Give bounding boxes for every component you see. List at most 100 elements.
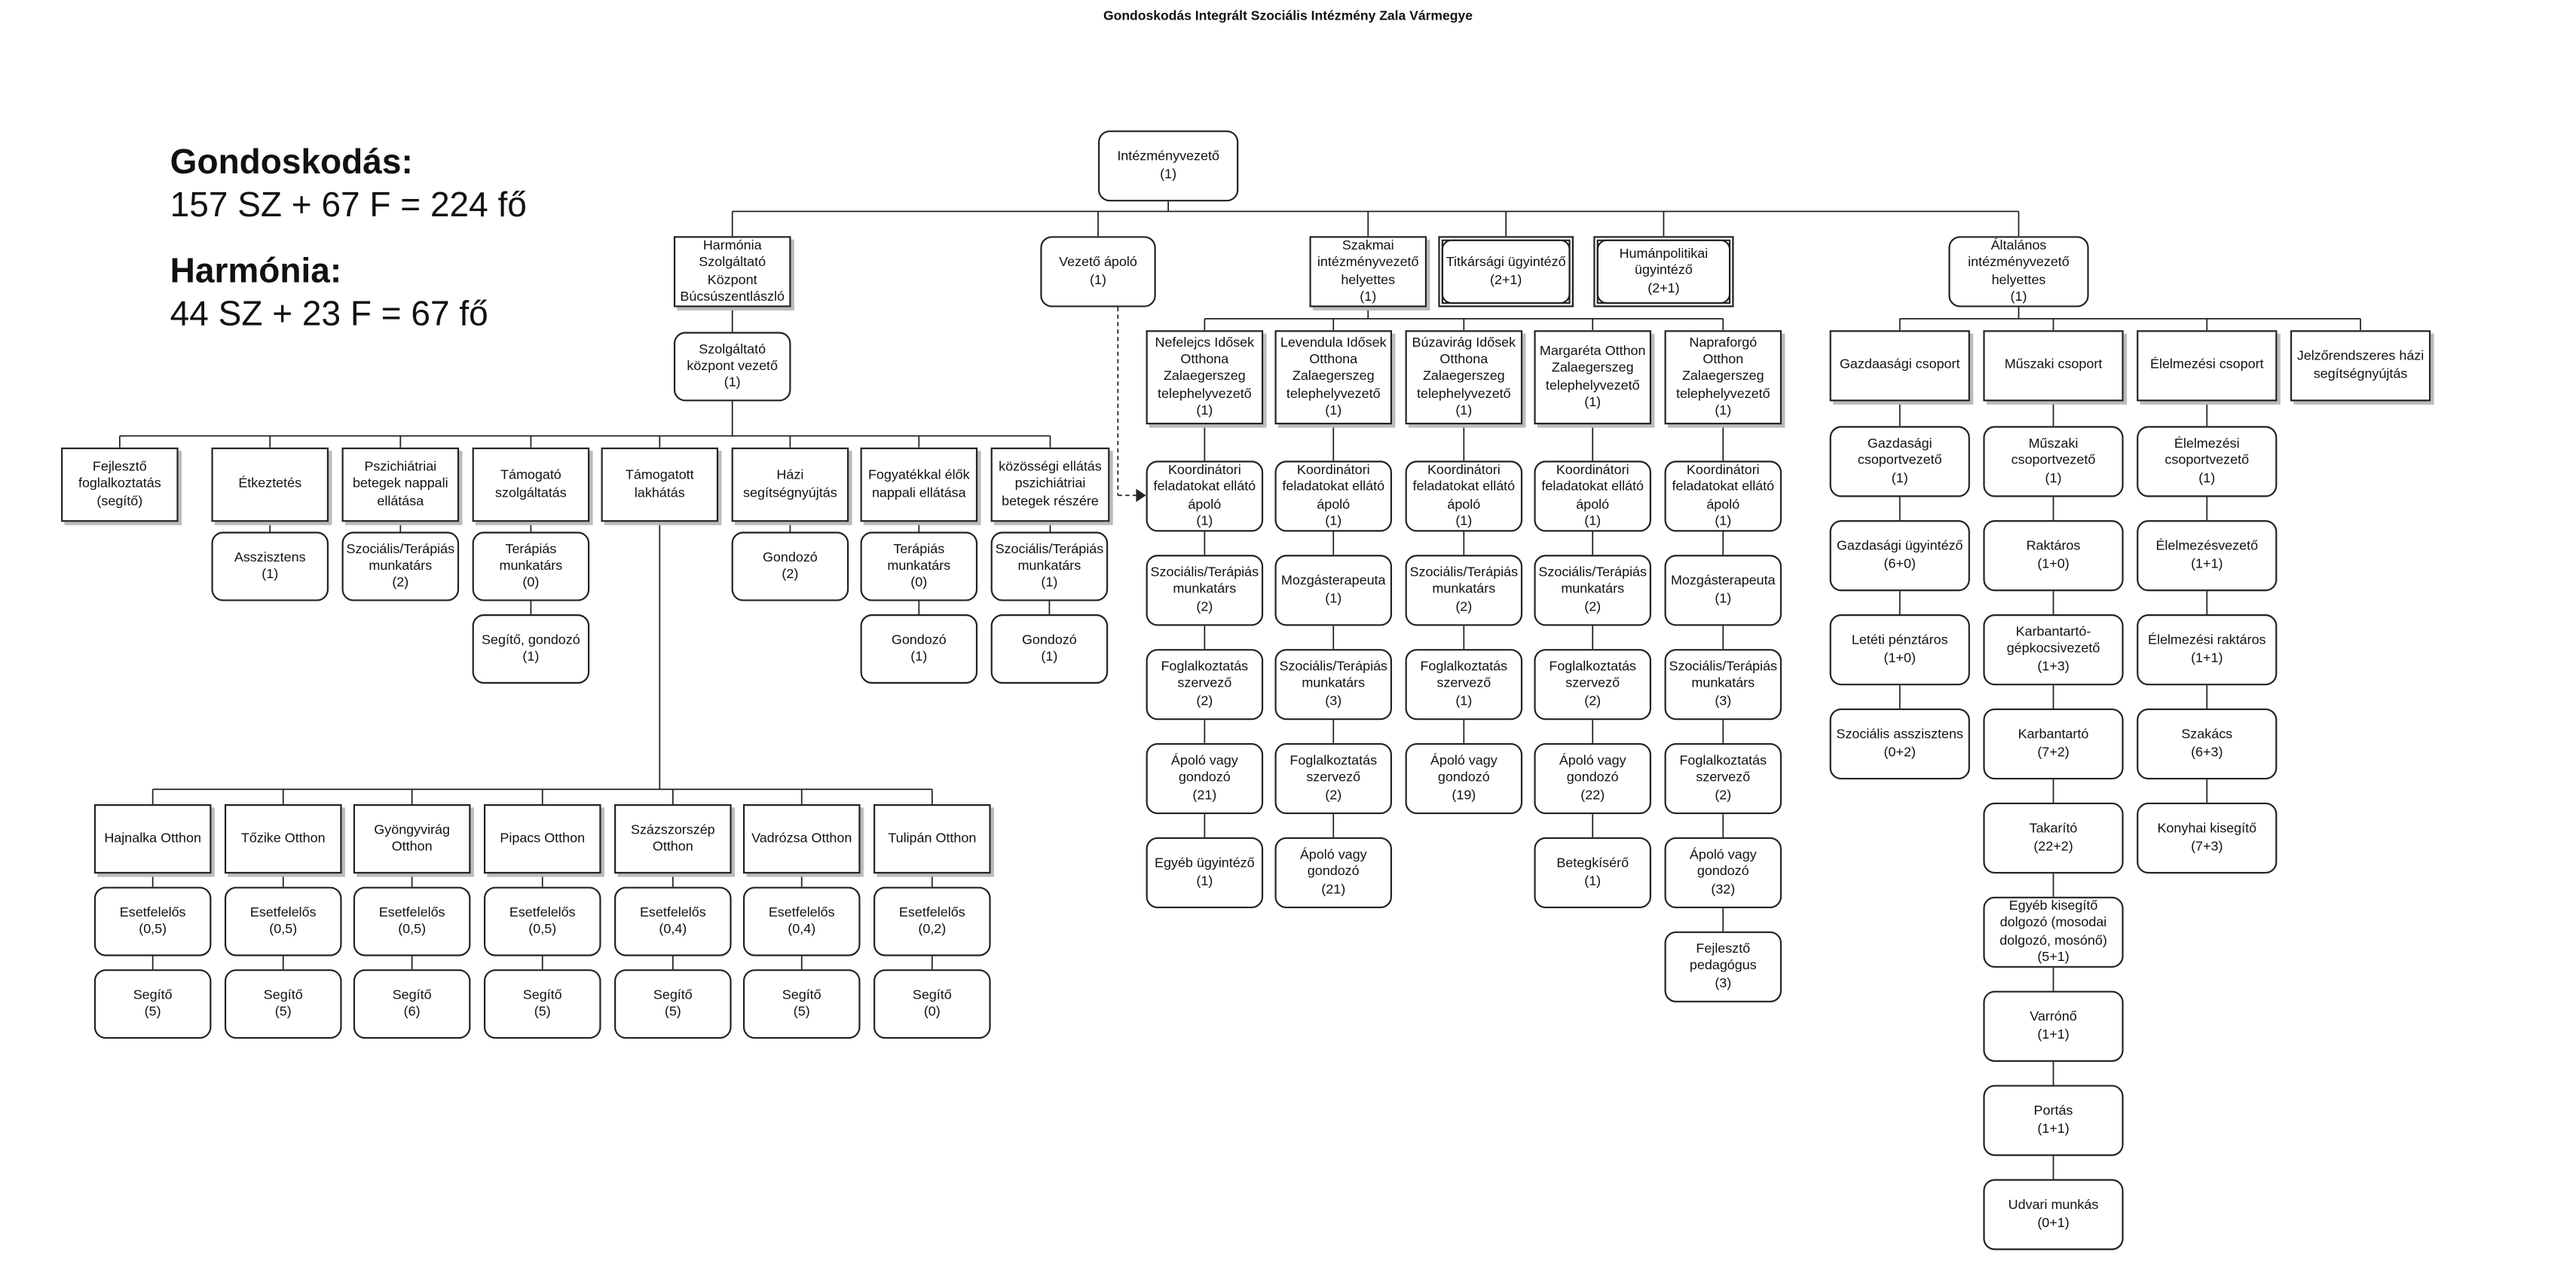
node-label: Otthon xyxy=(1703,351,1744,367)
node-label: Harmónia xyxy=(702,237,762,253)
node-group: Élelmezési csoport xyxy=(2137,330,2278,402)
node-label: csoportvezető xyxy=(2165,453,2250,468)
headcount: (19) xyxy=(1452,787,1476,803)
node-label: Tőzike Otthon xyxy=(240,830,326,846)
node-label: Zalaegerszeg xyxy=(1163,369,1246,384)
node-label: helyettes xyxy=(1341,271,1396,287)
node-label: segítségnyújtás xyxy=(2313,366,2408,381)
headcount: (2) xyxy=(1455,598,1473,614)
node-label: telephelyvezető xyxy=(1157,385,1252,401)
node-label: Segítő xyxy=(782,987,821,1002)
headcount: (1+1) xyxy=(2191,650,2223,665)
node-position: Mozgásterapeuta(1) xyxy=(1664,555,1782,626)
node-label: munkatárs xyxy=(1691,675,1755,691)
node-label: Humánpolitikai xyxy=(1619,246,1709,262)
node-label: Koordinátori xyxy=(1167,462,1241,477)
node-position: Esetfelelős(0,5) xyxy=(353,886,471,956)
node-label: Ápoló vagy xyxy=(1299,847,1367,862)
node-label: Portás xyxy=(2033,1103,2073,1119)
headcount: (6+0) xyxy=(1883,555,1916,571)
headcount: (0+2) xyxy=(1883,744,1916,759)
node-label: gondozó xyxy=(1696,864,1749,880)
headcount: (1) xyxy=(2198,470,2216,485)
node-position: Udvari munkás(0+1) xyxy=(1983,1179,2124,1250)
node-label: Koordinátori xyxy=(1686,462,1760,477)
headcount: (segítő) xyxy=(96,493,143,509)
headcount: (3) xyxy=(1715,975,1732,990)
node-label: Takarító xyxy=(2029,821,2078,837)
node-label: Szociális/Terápiás xyxy=(1279,659,1388,675)
node-secretary: Titkársági ügyintéző(2+1) xyxy=(1438,236,1574,308)
node-label: Terápiás xyxy=(505,540,557,556)
node-position: Esetfelelős(0,4) xyxy=(742,886,861,956)
node-label: ügyintéző xyxy=(1635,263,1693,278)
node-label: Foglalkoztatás xyxy=(1679,753,1767,768)
node-label: Zalaegerszeg xyxy=(1681,369,1764,384)
node-label: Karbantartó- xyxy=(2015,624,2091,640)
node-label: Otthon xyxy=(391,839,433,854)
node-label: Foglalkoztatás xyxy=(1161,659,1249,675)
node-position: Gondozó(1) xyxy=(990,614,1109,684)
node-label: Esetfelelős xyxy=(249,904,317,920)
node-position: Portás(1+1) xyxy=(1983,1085,2124,1156)
node-label: közösségi ellátás xyxy=(999,459,1102,474)
node-label: Jelzőrendszeres házi xyxy=(2296,348,2425,364)
headcount: (21) xyxy=(1321,881,1346,896)
headcount: (1) xyxy=(262,566,279,582)
node-label: Szociális/Terápiás xyxy=(995,540,1104,556)
node-position: Konyhai kisegítő(7+3) xyxy=(2137,802,2278,874)
node-label: Szociális/Terápiás xyxy=(1538,565,1647,580)
headcount: (2) xyxy=(1584,598,1602,614)
headcount: (0,5) xyxy=(528,921,557,937)
node-label: gondozó xyxy=(1178,770,1231,785)
node-label: Segítő xyxy=(263,987,303,1002)
node-label: Gyöngyvirág xyxy=(374,822,451,837)
headcount: (1+1) xyxy=(2037,1120,2070,1136)
headcount: (1+0) xyxy=(2037,555,2070,571)
headcount: (0,5) xyxy=(139,921,167,937)
node-label: Foglalkoztatás xyxy=(1290,753,1378,768)
node-label: munkatárs xyxy=(499,558,563,573)
node-label: Szociális/Terápiás xyxy=(1150,565,1259,580)
node-position: Élelmezési raktáros(1+1) xyxy=(2137,614,2278,686)
node-label: Raktáros xyxy=(2026,538,2081,554)
node-position: Esetfelelős(0,5) xyxy=(483,886,601,956)
node-label: Koordinátori xyxy=(1556,462,1629,477)
node-position: Asszisztens(1) xyxy=(211,531,329,601)
node-label: Vadrózsa Otthon xyxy=(751,830,852,846)
arrow-head-icon xyxy=(1136,488,1146,503)
node-label: intézményvezető xyxy=(1968,254,2070,270)
headcount: (1) xyxy=(1715,402,1732,418)
node-label: Letéti pénztáros xyxy=(1851,632,1948,648)
headcount: (0,5) xyxy=(269,921,298,937)
node-label: Karbantartó xyxy=(2018,727,2089,742)
headcount: (0,2) xyxy=(918,921,947,937)
node-label: ápoló xyxy=(1447,496,1481,512)
node-label: telephelyvezető xyxy=(1675,385,1770,401)
node-label: pedagógus xyxy=(1689,958,1757,974)
node-label: Foglalkoztatás xyxy=(1420,659,1508,675)
node-label: ápoló xyxy=(1706,496,1740,512)
headcount: (0,5) xyxy=(398,921,427,937)
node-position: Szakács(6+3) xyxy=(2137,708,2278,780)
headcount: (1) xyxy=(1715,513,1732,528)
chart-title: Gondoskodás Integrált Szociális Intézmén… xyxy=(1103,8,1473,23)
node-label: szervező xyxy=(1177,675,1232,691)
node-label: feladatokat ellátó xyxy=(1153,479,1256,494)
node-position: Gondozó(1) xyxy=(860,614,978,684)
node-label: Segítő xyxy=(522,987,562,1002)
headcount: (1) xyxy=(1160,166,1177,181)
